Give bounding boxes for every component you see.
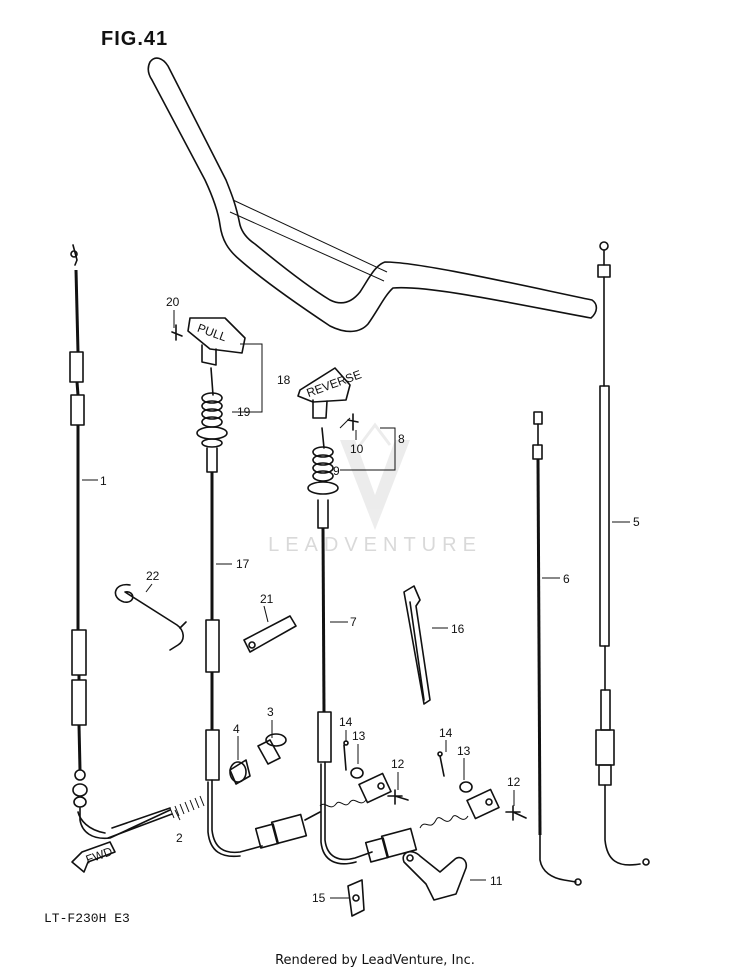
fwd-text: FWD (84, 844, 115, 867)
bolt-12b (505, 805, 527, 821)
label-21: 21 (260, 592, 274, 606)
handlebar (147, 57, 598, 333)
clip-22 (114, 583, 187, 651)
watermark: LEADVENTURE (268, 534, 482, 556)
label-14a: 14 (339, 715, 353, 729)
screw-20 (171, 324, 183, 341)
label-6: 6 (563, 572, 570, 586)
label-7: 7 (350, 615, 357, 629)
cable-1 (69, 244, 171, 840)
label-11: 11 (490, 874, 503, 888)
cable-6 (532, 411, 582, 886)
reverse-knob-text: REVERSE (305, 367, 364, 400)
screw-10 (347, 413, 359, 431)
footer-credit: Rendered by LeadVenture, Inc. (275, 953, 475, 968)
label-17: 17 (236, 557, 250, 571)
label-10: 10 (350, 442, 364, 456)
callouts (82, 310, 630, 899)
label-8: 8 (398, 432, 405, 446)
figure-title: FIG.41 (101, 28, 169, 50)
label-16: 16 (451, 622, 465, 636)
label-12a: 12 (391, 757, 405, 771)
watermark-logo (340, 422, 410, 530)
part-labels: 1 2 3 4 5 6 7 8 9 10 11 12 12 13 13 14 1… (100, 295, 640, 905)
label-14b: 14 (439, 726, 453, 740)
pull-knob: PULL (187, 317, 246, 366)
bolt-12a (387, 789, 409, 805)
label-2: 2 (176, 831, 183, 845)
fwd-arrow: FWD (71, 841, 116, 873)
label-9: 9 (333, 464, 340, 478)
cable-5 (595, 241, 650, 866)
clamp-15 (347, 879, 365, 917)
label-20: 20 (166, 295, 180, 309)
label-15: 15 (312, 891, 326, 905)
label-18: 18 (277, 373, 291, 387)
model-code: LT-F230H E3 (44, 911, 130, 926)
label-13b: 13 (457, 744, 471, 758)
bracket-11 (402, 850, 468, 901)
washer-13b (459, 781, 473, 793)
pin-14a (343, 740, 349, 771)
label-13a: 13 (352, 729, 366, 743)
label-12b: 12 (507, 775, 521, 789)
adjuster-19 (196, 367, 228, 473)
label-1: 1 (100, 474, 107, 488)
tie-16 (403, 585, 431, 705)
reverse-knob: REVERSE (297, 367, 364, 419)
label-5: 5 (633, 515, 640, 529)
cable-2 (107, 795, 205, 839)
label-4: 4 (233, 722, 240, 736)
plate-21 (243, 615, 297, 653)
pin-3 (257, 733, 287, 765)
pin-14b (437, 751, 445, 777)
label-19: 19 (237, 405, 251, 419)
cable-7 (317, 527, 500, 865)
adjuster-9 (307, 427, 339, 529)
bushing-4 (229, 759, 251, 785)
label-3: 3 (267, 705, 274, 719)
label-22: 22 (146, 569, 160, 583)
cable-17 (205, 472, 392, 858)
washer-13a (350, 767, 364, 779)
